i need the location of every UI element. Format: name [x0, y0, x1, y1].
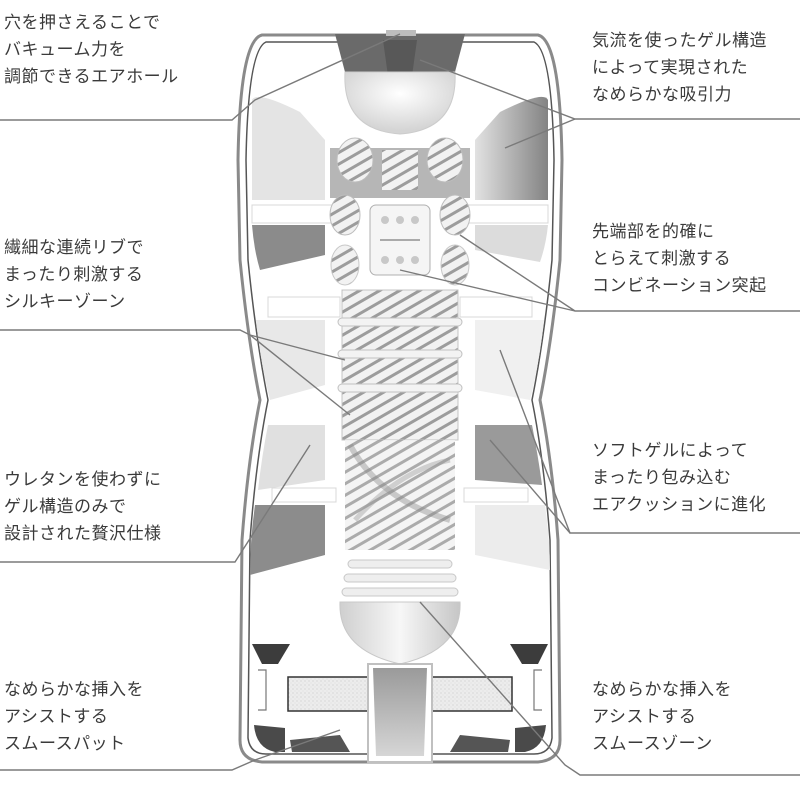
gel-fins [251, 204, 549, 503]
annotation-line: によって実現された [592, 58, 749, 78]
silky-zone-core [337, 289, 463, 441]
annotation-line: 穴を押さえることで [4, 13, 161, 33]
annotation-combination-bumps: 先端部を的確に とらえて刺激する コンビネーション突起 [592, 219, 767, 300]
annotation-line: スムースパット [4, 734, 126, 754]
annotation-line: アシストする [4, 707, 109, 727]
annotation-line: 調節できるエアホール [4, 67, 179, 87]
annotation-suction: 気流を使ったゲル構造 によって実現された なめらかな吸引力 [592, 28, 767, 109]
air-cushion-wedges [250, 96, 550, 575]
annotation-line: 気流を使ったゲル構造 [592, 31, 767, 51]
annotation-line: ソフトゲルによって [592, 441, 749, 461]
annotation-air-hole: 穴を押さえることで バキューム力を 調節できるエアホール [4, 10, 179, 91]
leader-lines [0, 33, 800, 776]
annotation-gel-only: ウレタンを使わずに ゲル構造のみで 設計された贅沢仕様 [4, 467, 162, 548]
annotation-line: なめらかな吸引力 [592, 85, 732, 105]
smooth-pad-base [252, 644, 548, 763]
annotation-line: まったり包み込む [592, 468, 732, 488]
smooth-zone-bulb [339, 559, 461, 665]
annotation-line: まったり刺激する [4, 265, 144, 285]
annotation-line: シルキーゾーン [4, 292, 126, 312]
annotation-line: エアクッションに進化 [592, 495, 767, 515]
annotation-line: コンビネーション突起 [592, 276, 767, 296]
annotation-line: バキューム力を [4, 40, 126, 60]
annotation-line: とらえて刺激する [592, 249, 732, 269]
annotation-air-cushion: ソフトゲルによって まったり包み込む エアクッションに進化 [592, 438, 766, 519]
annotation-line: 設計された贅沢仕様 [4, 524, 162, 544]
annotation-smooth-pad: なめらかな挿入を アシストする スムースパット [4, 677, 144, 758]
annotation-line: ウレタンを使わずに [4, 470, 162, 490]
annotation-silky-zone: 繊細な連続リブで まったり刺激する シルキーゾーン [4, 235, 144, 316]
annotation-smooth-zone: なめらかな挿入を アシストする スムースゾーン [592, 677, 732, 758]
annotation-line: スムースゾーン [592, 734, 713, 754]
combination-bumps [329, 137, 471, 286]
annotation-line: アシストする [592, 707, 697, 727]
annotation-line: なめらかな挿入を [4, 680, 144, 700]
annotation-line: 繊細な連続リブで [4, 238, 144, 258]
air-hole-cap [335, 30, 465, 135]
annotation-line: ゲル構造のみで [4, 497, 127, 517]
annotation-line: 先端部を的確に [592, 222, 715, 242]
twisted-section [345, 440, 455, 550]
annotation-line: なめらかな挿入を [592, 680, 732, 700]
